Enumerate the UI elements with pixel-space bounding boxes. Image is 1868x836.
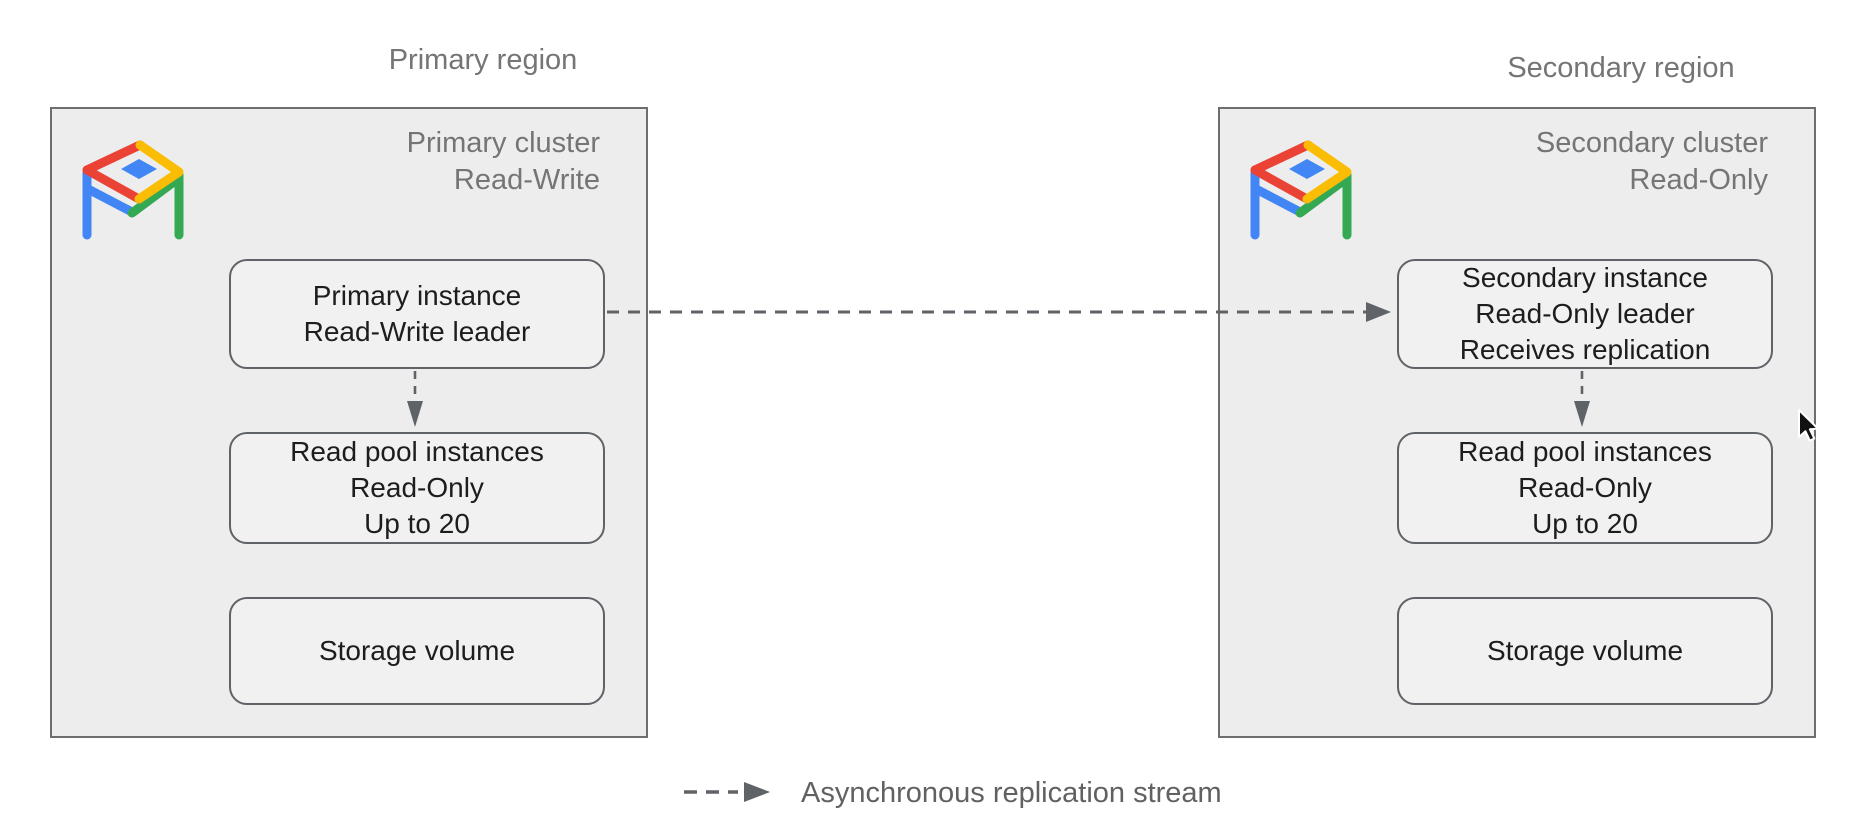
node-text-line: Read-Only — [1518, 472, 1652, 503]
cluster-title-line: Secondary cluster — [1535, 127, 1768, 159]
secondary-read-pool-node: Read pool instances Read-Only Up to 20 — [1397, 432, 1773, 544]
secondary-storage-volume-node: Storage volume — [1397, 597, 1773, 705]
secondary-region-label: Secondary region — [1507, 52, 1735, 84]
mouse-cursor-icon — [1798, 409, 1819, 442]
primary-cluster-container: Primary cluster Read-Write Primary insta… — [50, 107, 648, 738]
node-text-line: Read-Only — [350, 472, 484, 503]
primary-storage-volume-node: Storage volume — [229, 597, 605, 705]
dashed-arrow-legend-icon — [684, 782, 770, 802]
node-text-line: Up to 20 — [1532, 508, 1638, 539]
secondary-cluster-title: Secondary cluster Read-Only — [1536, 125, 1768, 199]
primary-instance-node: Primary instance Read-Write leader — [229, 259, 605, 369]
node-text-line: Secondary instance — [1462, 262, 1708, 293]
node-text-line: Storage volume — [1486, 635, 1684, 666]
node-text-line: Receives replication — [1459, 334, 1711, 365]
secondary-cluster-container: Secondary cluster Read-Only Secondary in… — [1218, 107, 1816, 738]
node-text-line: Up to 20 — [364, 508, 470, 539]
node-text-line: Storage volume — [318, 635, 516, 666]
primary-cluster-title: Primary cluster Read-Write — [407, 125, 600, 199]
cluster-title-line: Read-Only — [1629, 164, 1768, 196]
alloydb-logo-icon — [82, 140, 184, 240]
node-text-line: Read pool instances — [1458, 436, 1712, 467]
legend-label: Asynchronous replication stream — [801, 777, 1222, 809]
primary-region-label: Primary region — [388, 44, 578, 76]
node-text-line: Read pool instances — [290, 436, 544, 467]
node-text-line: Primary instance — [312, 280, 522, 311]
cluster-title-line: Read-Write — [453, 164, 600, 196]
cluster-title-line: Primary cluster — [406, 127, 600, 159]
legend: Asynchronous replication stream — [680, 775, 1222, 809]
alloydb-logo-icon — [1250, 140, 1352, 240]
node-text-line: Read-Only leader — [1475, 298, 1695, 329]
primary-read-pool-node: Read pool instances Read-Only Up to 20 — [229, 432, 605, 544]
node-text-line: Read-Write leader — [303, 316, 531, 347]
secondary-instance-node: Secondary instance Read-Only leader Rece… — [1397, 259, 1773, 369]
